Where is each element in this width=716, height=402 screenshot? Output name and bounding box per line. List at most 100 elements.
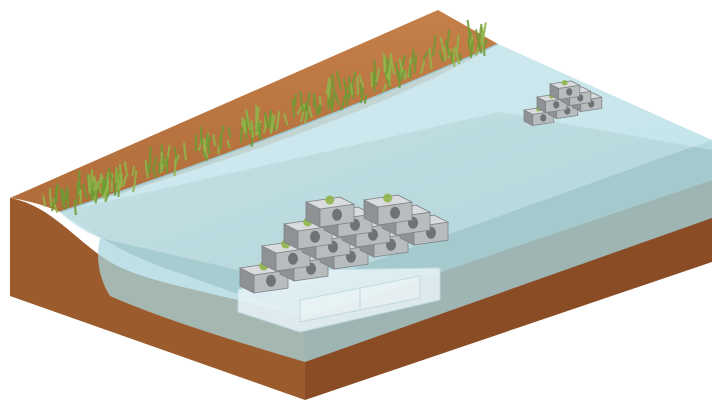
grass-tuft <box>104 177 109 197</box>
grass-tuft <box>114 167 118 183</box>
grass-tuft <box>431 35 437 57</box>
grass-tuft <box>363 94 368 104</box>
grass-tuft <box>87 173 91 194</box>
block-hole <box>553 101 560 109</box>
grass-tuft <box>269 115 276 135</box>
grass-tuft <box>159 152 163 170</box>
grass-tuft <box>173 158 177 177</box>
grass-tuft <box>335 71 343 91</box>
grass-tuft <box>205 136 212 147</box>
block-plant <box>325 195 335 205</box>
grass-tuft <box>413 54 417 74</box>
water-front-face <box>98 238 305 362</box>
grass-tuft <box>299 103 306 123</box>
grass-tuft <box>384 61 390 76</box>
grass-tuft <box>477 23 483 41</box>
grass-tuft <box>148 147 152 168</box>
grass-tuft <box>117 178 124 191</box>
grass-tuft <box>467 38 471 51</box>
grass-tuft <box>339 95 347 111</box>
grass-tuft <box>428 48 433 70</box>
grass-tuft <box>482 46 486 57</box>
grass-tuft <box>250 120 255 139</box>
grass-tuft <box>42 195 47 208</box>
grass-tuft <box>382 83 387 93</box>
grass-tuft <box>73 199 77 216</box>
grass-tuft <box>98 187 105 198</box>
grass-tuft <box>334 92 341 106</box>
grass-tuft <box>100 180 108 196</box>
grass-tuft <box>298 90 305 113</box>
grass-tuft <box>66 186 70 208</box>
grass-tuft <box>438 49 445 62</box>
grass-tuft <box>330 74 336 95</box>
grass-tuft <box>257 122 262 132</box>
grass-tuft <box>104 190 111 203</box>
block-hole <box>566 88 573 96</box>
grass-tuft <box>89 182 95 197</box>
grass-tuft <box>115 173 121 192</box>
grass-tuft <box>398 58 404 72</box>
grass-tuft <box>455 34 460 57</box>
grass-tuft <box>55 183 59 203</box>
grass-tuft <box>217 145 221 155</box>
grass-tuft <box>226 139 231 149</box>
grass-tuft <box>159 158 166 174</box>
grass-tuft <box>419 59 426 75</box>
grass-tuft <box>349 83 354 96</box>
grass-tuft <box>146 163 152 175</box>
grass-tuft <box>482 39 488 48</box>
grass-tuft <box>199 127 203 145</box>
grass-tuft <box>60 188 67 201</box>
grass-tuft <box>202 149 209 162</box>
grass-tuft <box>386 64 391 81</box>
grass-tuft <box>283 112 289 126</box>
block-hole <box>540 114 547 122</box>
grass-tuft <box>131 165 136 176</box>
grass-tuft <box>263 112 270 130</box>
grass-tuft <box>107 167 114 182</box>
grass-tuft <box>476 42 483 54</box>
grass-tuft <box>219 135 223 150</box>
grass-tuft <box>445 29 451 49</box>
grass-tuft <box>132 170 138 193</box>
grass-tuft <box>330 94 336 112</box>
submerged-blocks <box>237 267 441 333</box>
grass-tuft <box>262 122 267 134</box>
grass-tuft <box>327 80 332 100</box>
grass-tuft <box>304 91 311 112</box>
grass-tuft <box>212 134 217 147</box>
block-hole <box>310 230 320 243</box>
grass-tuft <box>474 29 482 48</box>
grass-tuft <box>239 127 243 144</box>
grass-tuft <box>182 142 188 161</box>
grass-tuft <box>268 109 273 128</box>
grass-tuft <box>144 159 149 179</box>
grass-tuft <box>218 124 225 144</box>
grass-tuft <box>359 83 363 96</box>
block-hole <box>288 252 298 265</box>
grass-tuft <box>244 108 252 131</box>
grass-tuft <box>450 52 454 64</box>
grass-tuft <box>390 57 396 75</box>
grass-tuft <box>325 77 331 95</box>
grass-tuft <box>275 111 281 131</box>
grass-tuft <box>52 198 59 214</box>
grass-tuft <box>304 111 309 124</box>
grass-tuft <box>90 190 97 201</box>
grass-tuft <box>469 40 474 59</box>
large-block-reef <box>238 193 450 294</box>
grass-tuft <box>345 94 350 106</box>
grass-tuft <box>444 40 451 57</box>
grass-tuft <box>254 107 261 129</box>
grass-tuft <box>110 172 114 192</box>
grass-tuft <box>443 47 447 61</box>
grass-tuft <box>372 72 376 93</box>
grass-tuft <box>293 93 297 107</box>
grass-tuft <box>388 67 392 86</box>
grass-tuft <box>466 19 472 40</box>
waterline <box>59 43 499 213</box>
block-hole <box>266 274 276 287</box>
grass-tuft <box>152 156 158 171</box>
